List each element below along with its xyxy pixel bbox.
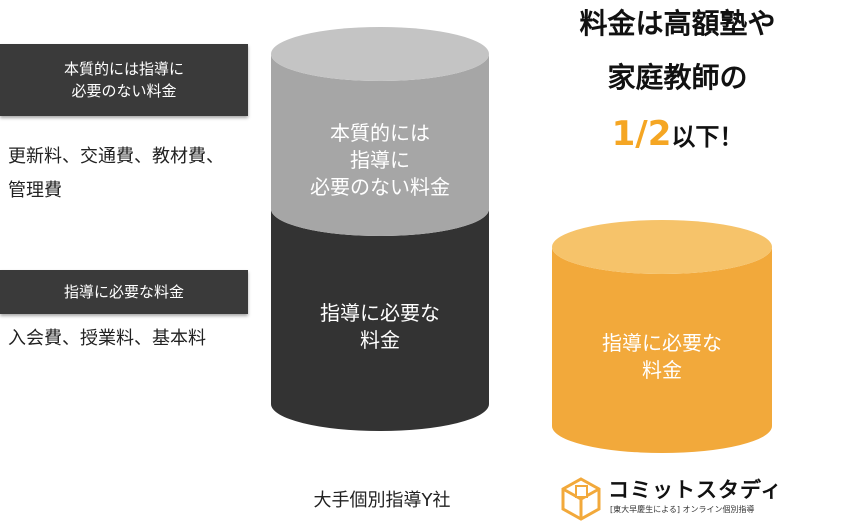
headline-line2: 家庭教師の <box>607 61 748 94</box>
commit-study-logo: コミットスタディ [東大早慶生による] オンライン個別指導 <box>558 474 818 524</box>
logo-tagline: [東大早慶生による] オンライン個別指導 <box>610 505 755 514</box>
logo-cube-icon <box>561 477 601 521</box>
headline-line3: 1/2以下！ <box>540 114 815 157</box>
unnecessary-fee-line2: 必要のない料金 <box>71 82 177 100</box>
necessary-fee-description: 入会費、授業料、基本料 <box>8 328 206 349</box>
small-cylinder-body <box>552 247 772 453</box>
unnecessary-fee-box: 本質的には指導に 必要のない料金 <box>0 44 248 116</box>
small-cylinder-cap <box>552 220 772 274</box>
big-cylinder-top-label: 本質的には 指導に 必要のない料金 <box>310 121 450 199</box>
big-cylinder-bottom-segment <box>271 209 489 431</box>
big-cylinder-cap <box>271 27 489 81</box>
unnecessary-fee-description: 更新料、交通費、教材費、 管理費 <box>8 146 224 201</box>
headline-fraction: 1/2 <box>611 114 672 154</box>
big-cylinder-top-segment <box>271 54 489 236</box>
unnecessary-fee-line1: 本質的には指導に <box>63 60 184 78</box>
necessary-fee-box-label: 指導に必要な料金 <box>63 283 184 301</box>
necessary-fee-box: 指導に必要な料金 <box>0 270 248 314</box>
big-cylinder-bottom-label: 指導に必要な 料金 <box>320 301 440 352</box>
headline-line1: 料金は高額塾や <box>579 7 776 40</box>
big-cylinder-caption: 大手個別指導Y社 <box>313 490 451 511</box>
small-cylinder-label: 指導に必要な 料金 <box>602 331 722 382</box>
logo-name: コミットスタディ <box>608 478 783 502</box>
headline-suffix: 以下！ <box>671 123 744 151</box>
